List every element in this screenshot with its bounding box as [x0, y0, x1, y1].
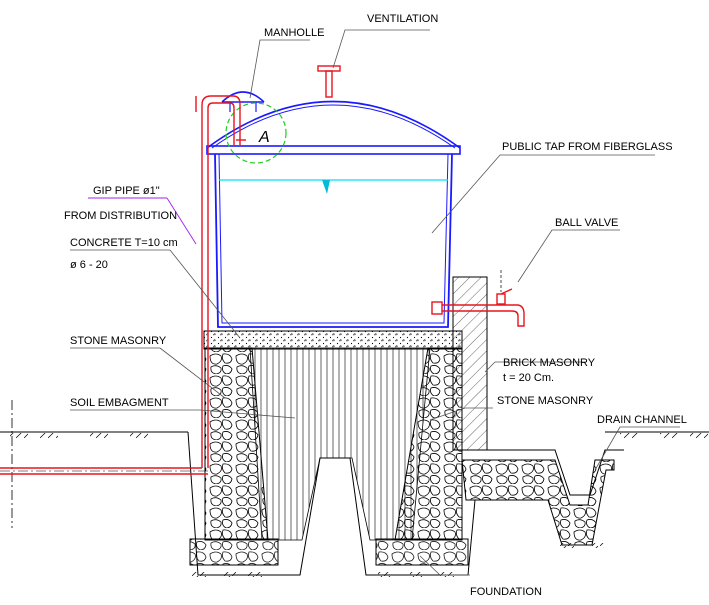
label-brick-thickness: t = 20 Cm. — [503, 372, 554, 384]
outlet-pipe — [431, 301, 525, 327]
label-stone-masonry-right: STONE MASONRY — [497, 395, 594, 407]
fiberglass-tank — [206, 100, 461, 328]
label-gip-pipe: GIP PIPE ø1" — [93, 185, 160, 197]
label-concrete: CONCRETE T=10 cm — [70, 237, 178, 249]
label-drain-channel: DRAIN CHANNEL — [597, 414, 687, 426]
label-ball-valve: BALL VALVE — [555, 217, 618, 229]
manhole-cover — [221, 91, 265, 112]
label-detail-a: A — [258, 129, 270, 146]
foundation-right — [375, 538, 469, 566]
drain-channel — [461, 449, 624, 546]
label-rebar: ø 6 - 20 — [70, 259, 108, 271]
label-brick-masonry: BRICK MASONRY — [503, 357, 596, 369]
foundation-left — [189, 538, 279, 566]
leader-lines — [70, 29, 680, 576]
label-public-tap: PUBLIC TAP FROM FIBERGLASS — [502, 141, 673, 153]
label-soil-embankment: SOIL EMBAGMENT — [70, 397, 169, 409]
label-manhole: MANHOLLE — [264, 27, 325, 39]
label-from-distribution: FROM DISTRIBUTION — [64, 210, 177, 222]
concrete-slab — [203, 330, 463, 350]
label-stone-masonry-left: STONE MASONRY — [70, 335, 167, 347]
label-ventilation: VENTILATION — [367, 13, 438, 25]
brick-masonry — [452, 276, 488, 451]
ventilation-pipe — [317, 65, 341, 98]
gip-inlet-pipe — [0, 95, 246, 475]
label-foundation: FOUNDATION — [470, 586, 542, 598]
detail-circle — [225, 102, 287, 164]
ball-valve — [496, 270, 513, 305]
